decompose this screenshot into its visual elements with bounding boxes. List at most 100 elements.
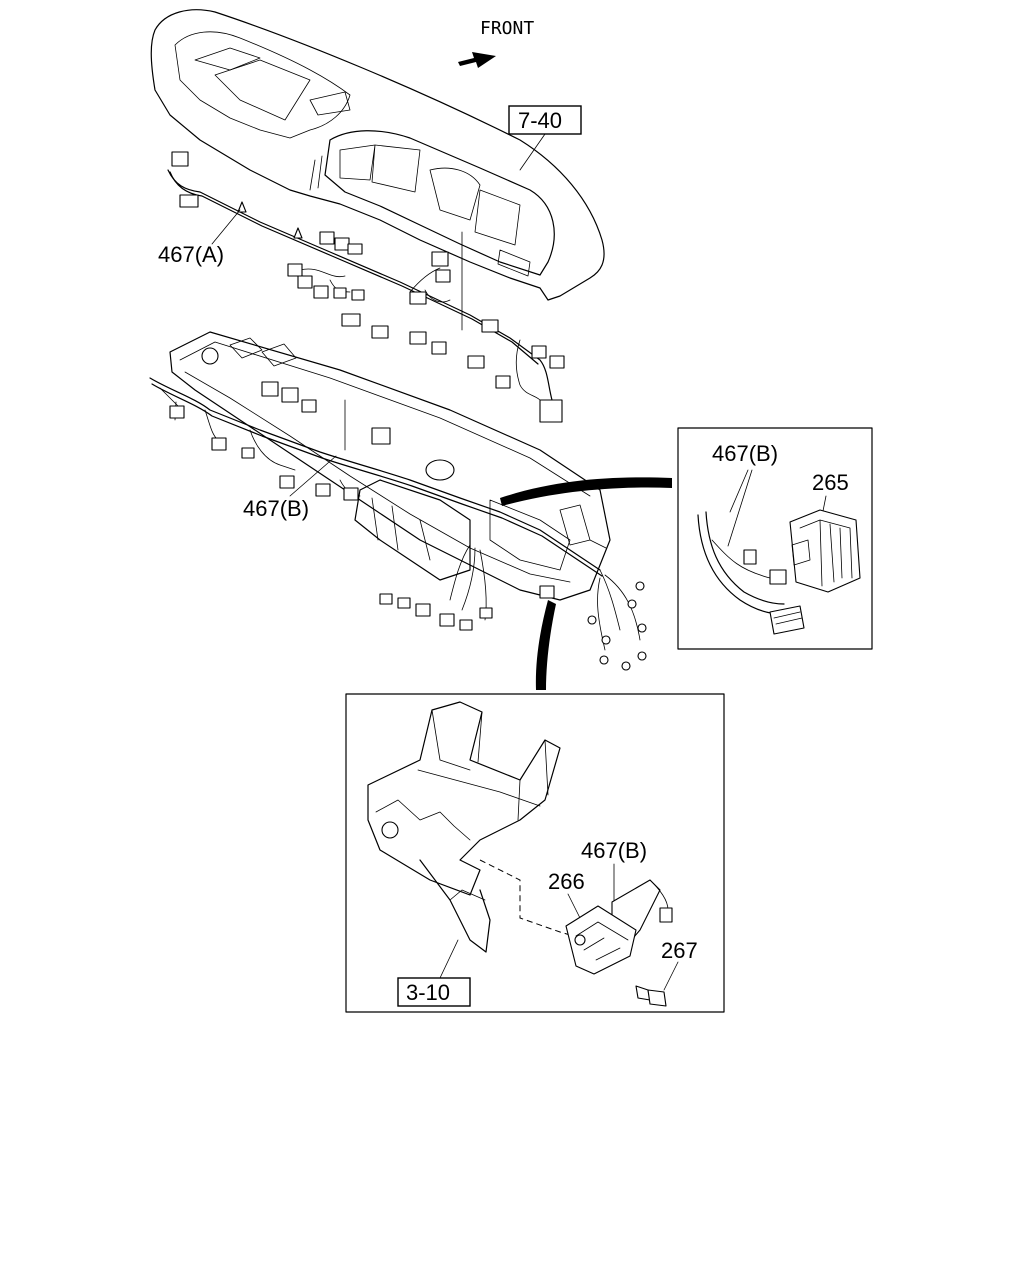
connector-b4 [279,475,295,489]
connector-a20 [495,375,511,389]
connector-b13 [539,585,555,599]
beam-connector-4 [371,427,391,445]
clip-a2 [293,227,303,239]
connector-a1 [171,151,189,167]
instrument-cluster-hood [324,130,555,276]
connector-a16 [409,331,427,345]
inset-harness-wire-1 [697,514,783,615]
terminal-b7 [621,661,631,671]
mounting-path-dashed [479,859,601,945]
inset-lower-266-267: 3-10 467(B) 266 267 [345,693,725,1013]
connector-a15 [371,325,389,339]
connector-a6 [287,263,303,277]
support-leg-detail [449,889,486,901]
harness-b-trunk-outer [151,383,603,577]
branch-a3 [515,339,541,401]
inset-connector-2 [769,569,787,585]
connector-a13 [409,291,427,305]
leader-467b-inset-upper [727,469,753,547]
connector-a3 [319,231,335,245]
floor-bracket-cutouts [375,799,471,841]
connector-a12 [435,269,451,283]
dashboard-upper-recess [174,31,351,139]
harness-467a [167,151,565,423]
connector-a8 [313,285,329,299]
beam-outline [169,331,611,601]
pointer-to-right-inset [500,477,672,506]
harness-a-trunk-outer [169,171,539,365]
sensor-unit-266-hole [574,934,586,946]
inset-right-265: 467(B) 265 [677,427,873,650]
inset-harness-wire-2 [705,511,785,605]
connector-a2 [179,194,199,208]
beam-mount-hole [201,347,219,365]
center-grommet [425,459,455,481]
label-267: 267 [661,938,698,963]
connector-b2 [211,437,227,451]
floor-bracket-hole [381,821,399,839]
beam-connector-3 [301,399,317,413]
vent-right [309,91,351,116]
floor-bracket-right-tower [517,739,549,821]
leader-266 [567,893,581,919]
label-265: 265 [812,470,849,495]
bolt-267-head [647,989,667,1007]
terminal-b3 [587,615,597,625]
center-stack-ribs [371,497,431,561]
label-467b-inset-upper: 467(B) [712,441,778,466]
ref-label-7-40: 7-40 [518,108,562,133]
branch-b2 [204,409,219,441]
inset-connector-1 [743,549,757,565]
center-stack-frame [354,479,471,581]
connector-a19 [467,355,485,369]
connector-b10 [439,613,455,627]
connector-a10 [351,289,365,301]
support-leg [419,859,491,953]
connector-a9 [333,287,347,299]
connector-b9 [415,603,431,617]
front-direction-indicator: FRONT [458,18,534,68]
label-266: 266 [548,869,585,894]
connector-b11 [459,619,473,631]
label-467a: 467(A) [158,242,224,267]
leader-7-40 [519,133,546,171]
ref-label-3-10: 3-10 [406,980,450,1005]
connector-a17 [431,341,447,355]
connector-a11 [431,251,449,267]
sensor-unit-266-detail [575,921,629,961]
leader-267 [663,961,679,991]
label-467b-main: 467(B) [243,496,309,521]
terminal-b4 [601,635,611,645]
harness-b-trunk [149,377,601,571]
connector-a7 [297,275,313,289]
inset-connector-3 [769,605,805,635]
beam-connector-1 [261,381,279,397]
connector-b3 [241,447,255,459]
ref-box-7-40 [508,105,582,135]
beam-connector-2 [281,387,299,403]
connector-a18 [481,319,499,333]
connector-a14 [341,313,361,327]
callout-467a: 467(A) [158,209,241,267]
connector-a4 [334,237,350,251]
inset-lower-frame [345,693,725,1013]
control-unit-265 [789,509,861,593]
gauge-openings [339,144,421,193]
terminal-b1 [635,581,645,591]
callout-467b-main: 467(B) [243,455,337,521]
control-unit-265-fins [799,519,853,587]
control-unit-265-socket [791,539,811,566]
ref-box-3-10 [397,977,471,1007]
connector-b1 [169,405,185,419]
beam-right-bracket [489,499,571,571]
floor-bracket-top-edge [417,769,541,807]
inset-harness-wire-3 [711,539,771,579]
clip-a1 [237,201,247,213]
connector-b5 [315,483,331,497]
front-arrow-icon [458,52,496,68]
connector-b12 [479,607,493,619]
floor-bracket-left-tower [431,709,483,771]
connector-a22 [549,355,565,369]
